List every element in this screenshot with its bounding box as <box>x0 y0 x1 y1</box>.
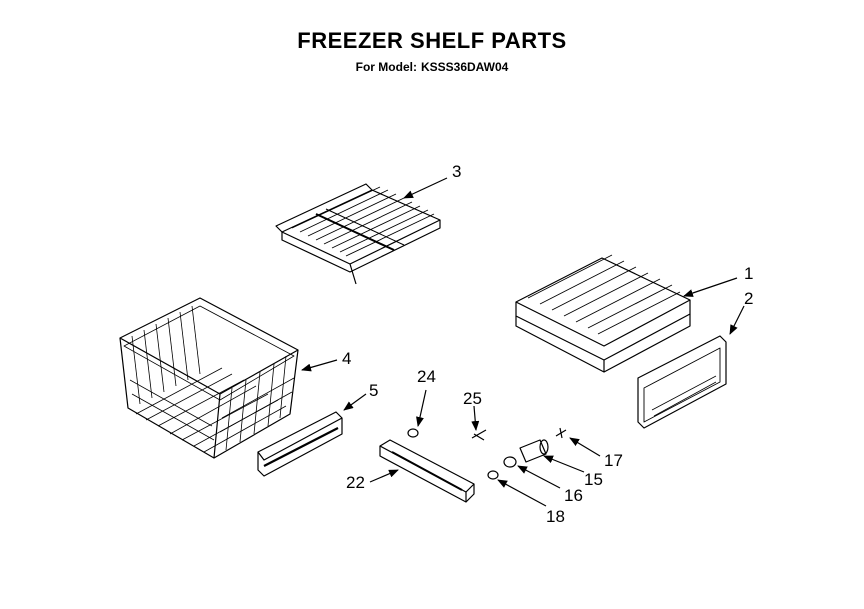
roller-assembly <box>487 427 567 480</box>
callout-22: 22 <box>346 473 365 492</box>
callout-25: 25 <box>463 389 482 408</box>
callout-17: 17 <box>604 451 623 470</box>
slide-rail <box>379 439 475 503</box>
callout-5: 5 <box>369 381 378 400</box>
wire-shelf-small <box>275 183 441 285</box>
model-number: KSSS36DAW04 <box>420 60 509 74</box>
callout-4: 4 <box>342 349 351 368</box>
model-prefix: For Model: <box>355 60 417 74</box>
callout-18: 18 <box>546 507 565 526</box>
callout-3: 3 <box>452 162 461 181</box>
screw-24 <box>407 428 419 438</box>
wire-basket <box>119 297 299 459</box>
shelf-front-trim <box>637 335 727 429</box>
callout-15: 15 <box>584 470 603 489</box>
basket-front-trim <box>257 411 343 477</box>
wire-shelf-large <box>515 254 691 373</box>
page-title: FREEZER SHELF PARTS <box>297 28 567 53</box>
screw-25 <box>471 429 487 441</box>
callout-2: 2 <box>744 289 753 308</box>
model-line: For Model:KSSS36DAW04 <box>0 60 864 74</box>
callout-1: 1 <box>744 264 753 283</box>
callout-24: 24 <box>417 367 436 386</box>
callout-16: 16 <box>564 486 583 505</box>
